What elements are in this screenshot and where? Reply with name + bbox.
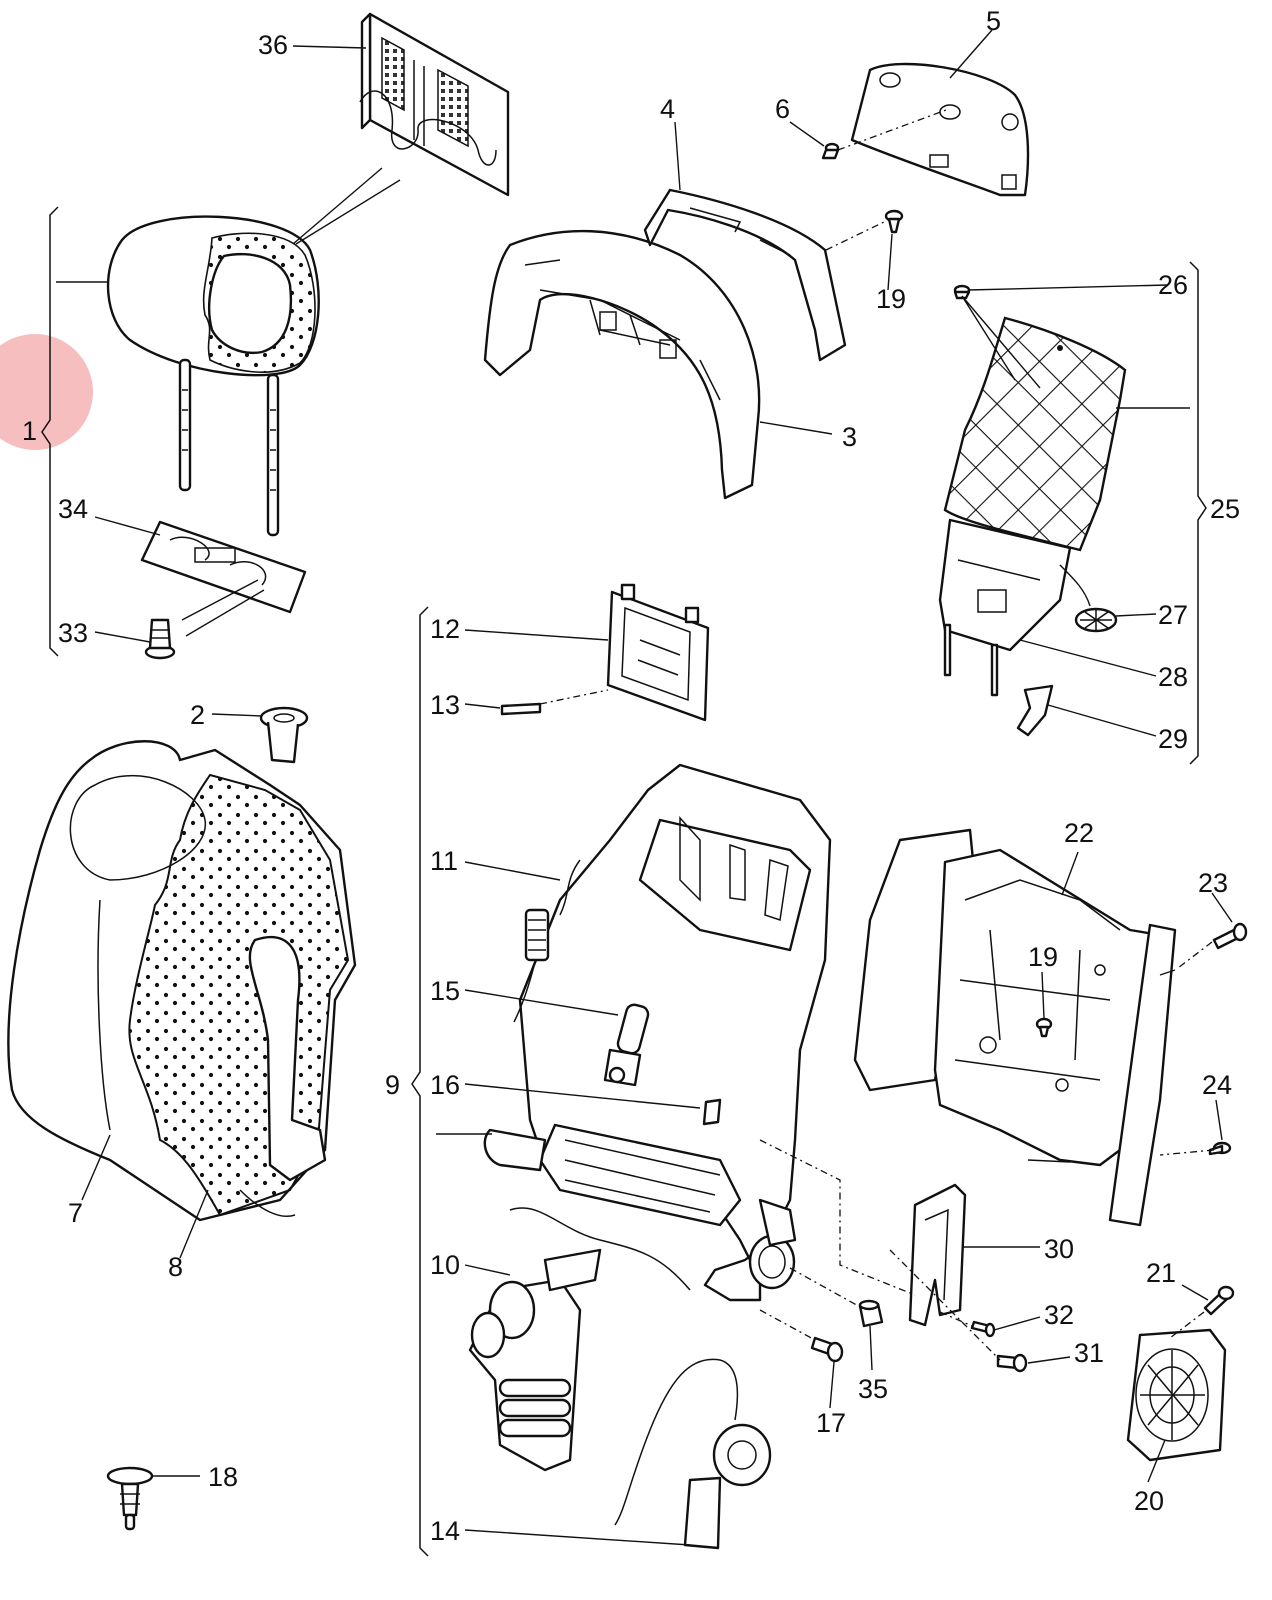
label-8: 8 (168, 1252, 183, 1282)
label-13: 13 (430, 690, 460, 720)
label-6: 6 (775, 94, 790, 124)
part-19-screw-top (884, 209, 904, 234)
label-14: 14 (430, 1516, 460, 1546)
part-5-back-panel (850, 62, 1030, 197)
label-9: 9 (385, 1070, 400, 1100)
label-3: 3 (842, 422, 857, 452)
part-8-backrest-foam (128, 773, 350, 1217)
label-27: 27 (1158, 600, 1188, 630)
part-31-bolt (996, 1353, 1028, 1373)
part-21-bolt (1203, 1285, 1235, 1316)
label-2: 2 (190, 700, 205, 730)
part-4-top-trim (643, 188, 847, 362)
part-24-screw (1208, 1141, 1232, 1156)
part-25-mesh-panel (943, 316, 1127, 552)
label-31: 31 (1074, 1338, 1104, 1368)
part-2-guide (259, 706, 309, 764)
part-6-screw (821, 142, 840, 160)
callout-labels: 1 2 3 4 5 6 7 8 9 10 11 12 13 14 15 16 1… (22, 6, 1240, 1546)
part-23-screw (1212, 922, 1248, 950)
label-28: 28 (1158, 662, 1188, 692)
part-1-headrest (106, 215, 320, 537)
label-36: 36 (258, 30, 288, 60)
label-11: 11 (430, 846, 458, 876)
part-26-screw (953, 284, 971, 300)
label-17: 17 (816, 1408, 846, 1438)
label-22: 22 (1064, 818, 1094, 848)
label-24: 24 (1202, 1070, 1232, 1100)
label-16: 16 (430, 1070, 460, 1100)
label-33: 33 (58, 618, 88, 648)
part-22-side-trim-frame (853, 828, 1177, 1227)
label-32: 32 (1044, 1300, 1074, 1330)
label-30: 30 (1044, 1234, 1074, 1264)
part-12-lumbar-unit (606, 583, 710, 722)
part-19-screw-side (1035, 1017, 1053, 1038)
label-1: 1 (22, 416, 37, 446)
label-10: 10 (430, 1250, 460, 1280)
label-34: 34 (58, 494, 88, 524)
part-10-lumbar-assembly (468, 1207, 691, 1472)
label-12: 12 (430, 614, 460, 644)
part-34-cover-plate (140, 520, 307, 614)
part-29-clip (1016, 684, 1054, 737)
label-19b: 19 (1028, 942, 1058, 972)
label-29: 29 (1158, 724, 1188, 754)
label-15: 15 (430, 976, 460, 1006)
brace-1 (41, 206, 59, 657)
label-35: 35 (858, 1374, 888, 1404)
part-20-fan (1126, 1328, 1227, 1462)
label-19a: 19 (876, 284, 906, 314)
part-32-screw (970, 1320, 996, 1338)
label-5: 5 (986, 6, 1001, 36)
part-15-motor (603, 1003, 650, 1087)
part-28-bracket (938, 518, 1072, 697)
part-18-push-clip (106, 1466, 154, 1531)
label-18: 18 (208, 1462, 238, 1492)
label-25: 25 (1210, 494, 1240, 524)
part-30-bracket (908, 1183, 967, 1327)
label-26: 26 (1158, 270, 1188, 300)
part-35-bushing (858, 1299, 884, 1328)
label-7: 7 (68, 1198, 83, 1228)
label-23: 23 (1198, 868, 1228, 898)
part-27-grommet (1074, 607, 1118, 633)
part-33-clip (144, 618, 176, 660)
part-36-monitor (359, 12, 510, 197)
part-11-spring (513, 859, 581, 1023)
label-21: 21 (1146, 1258, 1176, 1288)
part-16-clip (702, 1098, 722, 1126)
leader-lines (56, 29, 1233, 1546)
part-9-seat-frame (483, 763, 832, 1302)
label-4: 4 (660, 94, 675, 124)
brace-9 (411, 606, 429, 1557)
highlight-marker (0, 334, 93, 450)
part-14-cable-actuator (614, 1358, 772, 1550)
label-20: 20 (1134, 1486, 1164, 1516)
part-17-bolt (810, 1336, 844, 1363)
brace-25 (1189, 261, 1207, 765)
part-13-pin (500, 702, 542, 716)
part-3-trim-shell (483, 229, 761, 500)
